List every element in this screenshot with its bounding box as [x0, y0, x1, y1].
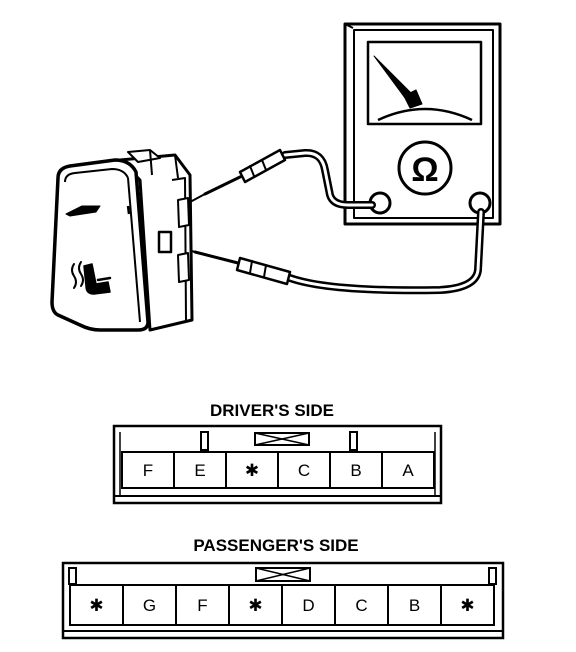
driver-pin-box	[329, 451, 383, 489]
driver-pin-box	[173, 451, 227, 489]
passenger-pin-label: D	[302, 596, 314, 615]
driver-connector: F E ✱ C B A	[112, 424, 443, 505]
passenger-pin-label: G	[143, 596, 156, 615]
meter-scale	[377, 107, 473, 122]
driver-pin-label: ✱	[245, 461, 259, 480]
passenger-pin-label: ✱	[248, 596, 262, 615]
driver-pin-box	[381, 451, 435, 489]
passenger-connector: ✱ G F ✱ D C B ✱	[61, 561, 505, 640]
driver-pin-box	[277, 451, 331, 489]
passenger-pin-cell: ✱	[440, 584, 495, 626]
driver-pin-cell: F	[121, 451, 175, 489]
seat-heater-switch	[50, 149, 194, 332]
passenger-pin-box	[387, 584, 442, 626]
passenger-pin-box	[281, 584, 336, 626]
passenger-pin-box	[69, 584, 124, 626]
passenger-pin-label: ✱	[89, 596, 103, 615]
ohm-symbol: Ω	[411, 151, 438, 189]
passenger-pin-label: ✱	[460, 596, 474, 615]
meter-needle	[373, 55, 423, 109]
connector-latch	[157, 230, 173, 254]
passenger-pin-cell: ✱	[228, 584, 283, 626]
passenger-pin-cell: F	[175, 584, 230, 626]
passenger-pin-cell: C	[334, 584, 389, 626]
driver-pin-label: B	[350, 461, 361, 480]
driver-pin-label: A	[402, 461, 414, 480]
driver-pin-cell: B	[329, 451, 383, 489]
test-lead-upper	[189, 148, 376, 209]
driver-pin-label: C	[298, 461, 310, 480]
driver-pin-cell: E	[173, 451, 227, 489]
driver-pin-cell: C	[277, 451, 331, 489]
meter-dial	[366, 40, 483, 126]
ohmmeter	[343, 22, 502, 226]
driver-pin-box	[121, 451, 175, 489]
passenger-pin-label: C	[355, 596, 367, 615]
passenger-pin-cell: ✱	[69, 584, 124, 626]
driver-side-title: DRIVER'S SIDE	[210, 401, 334, 420]
passenger-pin-label: B	[409, 596, 420, 615]
driver-pin-label: F	[143, 461, 153, 480]
driver-pin-cell: A	[381, 451, 435, 489]
driver-pin-label: E	[194, 461, 205, 480]
passenger-pin-cell: G	[122, 584, 177, 626]
passenger-side-title: PASSENGER'S SIDE	[193, 536, 358, 555]
heated-seat-icon	[71, 261, 112, 295]
passenger-pin-box	[440, 584, 495, 626]
passenger-pin-label: F	[197, 596, 207, 615]
passenger-pin-box	[175, 584, 230, 626]
passenger-pin-cell: D	[281, 584, 336, 626]
passenger-pin-cell: B	[387, 584, 442, 626]
passenger-pin-box	[334, 584, 389, 626]
driver-pin-cell: ✱	[225, 451, 279, 489]
ohm-indicator	[397, 140, 453, 196]
